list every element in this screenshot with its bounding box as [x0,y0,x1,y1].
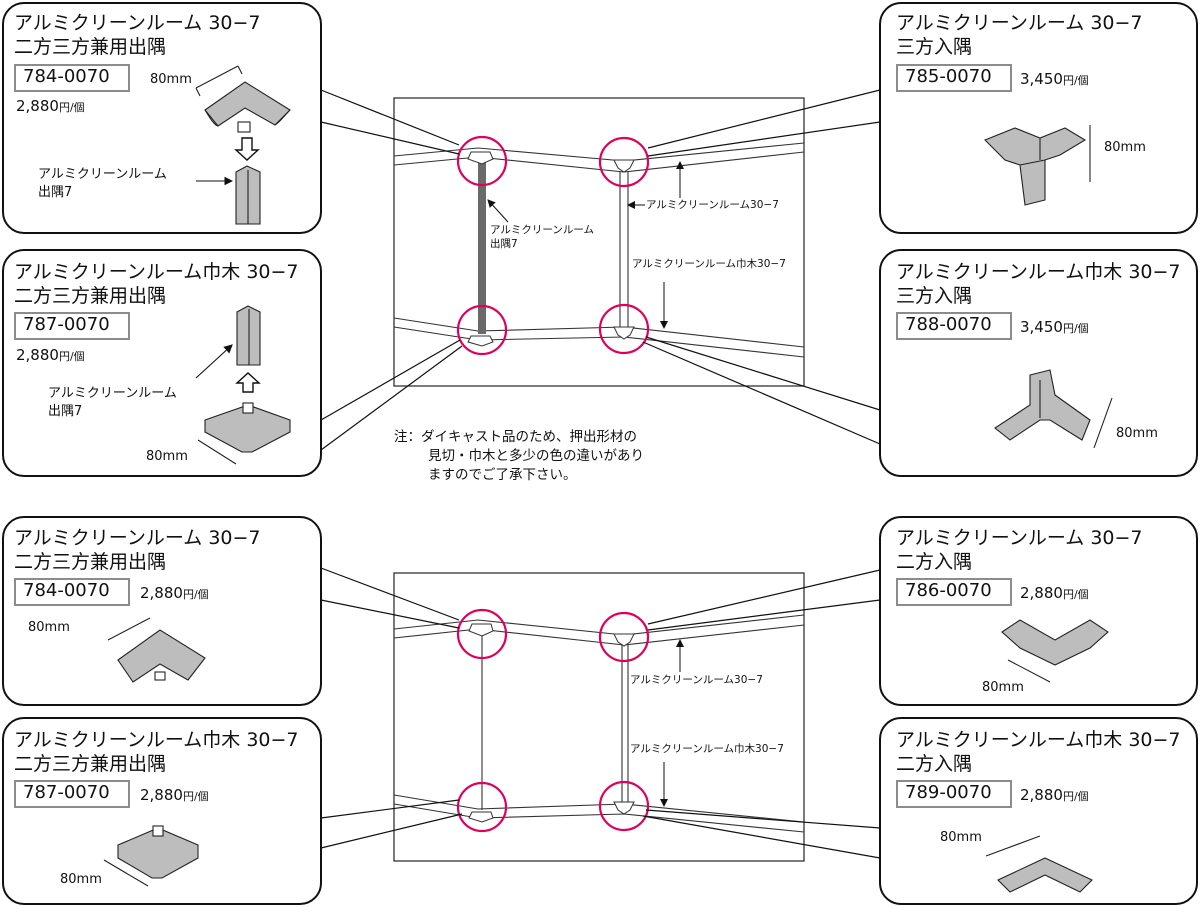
panel1-extra1: アルミクリーンルーム [38,167,167,182]
panel1-title1: アルミクリーンルーム 30−7 [14,12,261,34]
label-rail-bottom: アルミクリーンルーム30−7 [630,674,763,686]
panel2-code: 787-0070 [14,312,130,340]
panel5-dim: 80mm [28,620,70,635]
label-corner-post2: 出隅7 [490,238,518,250]
panel2-dim: 80mm [146,449,188,464]
corner-post [478,158,486,334]
panel1-price: 2,880円/個 [16,97,85,115]
panel7-title1: アルミクリーンルーム 30−7 [896,527,1143,549]
label-baseboard-top: アルミクリーンルーム巾木30−7 [632,258,786,270]
panel7-price: 2,880円/個 [1020,584,1089,602]
panel1-title2: 二方三方兼用出隅 [14,36,167,58]
panel3-dim: 80mm [1104,140,1146,155]
label-corner-post1: アルミクリーンルーム [490,224,595,236]
panel1-extra2: 出隅7 [38,185,73,200]
panel1-code: 784-0070 [14,64,130,92]
part-sketch-787 [197,402,291,465]
panel8-title2: 二方入隅 [896,753,973,775]
part-sketch-785 [984,125,1091,206]
label-baseboard-bottom: アルミクリーンルーム巾木30−7 [630,743,784,755]
panel8-price: 2,880円/個 [1020,786,1089,804]
panel4-title1: アルミクリーンルーム巾木 30−7 [896,261,1181,283]
panel3-price: 3,450円/個 [1020,70,1089,88]
part-sketch-787b [103,825,199,887]
panel4-dim: 80mm [1116,426,1158,441]
panel2-price: 2,880円/個 [16,346,85,364]
note-line2: 見切・巾木と多少の色の違いがあり [428,448,644,464]
panel8-dim: 80mm [940,830,982,845]
panel-box [879,249,1198,477]
panel7-code: 786-0070 [896,578,1012,606]
label-rail-top: アルミクリーンルーム30−7 [646,199,779,211]
panel-box [879,516,1198,706]
part-sketch-788 [994,369,1113,449]
panel6-price: 2,880円/個 [140,786,209,804]
panel6-dim: 80mm [60,872,102,887]
panel6-title2: 二方三方兼用出隅 [14,753,167,775]
panel-box [879,2,1198,234]
panel5-code: 784-0070 [14,578,130,606]
part-sketch-784b [107,617,206,683]
panel6-code: 787-0070 [14,780,130,808]
panel3-title2: 三方入隅 [896,36,973,58]
part-sketch-789 [985,835,1093,893]
panel2-title1: アルミクリーンルーム巾木 30−7 [14,261,299,283]
panel1-dim: 80mm [150,72,192,87]
panel2-title2: 二方三方兼用出隅 [14,285,167,307]
panel2-extra2: 出隅7 [48,404,83,419]
panel5-title2: 二方三方兼用出隅 [14,551,167,573]
panel3-title1: アルミクリーンルーム 30−7 [896,12,1143,34]
part-sketch-786 [1001,619,1109,683]
panel3-code: 785-0070 [896,64,1012,92]
panel5-title1: アルミクリーンルーム 30−7 [14,527,261,549]
panel7-dim: 80mm [982,680,1024,695]
panel4-price: 3,450円/個 [1020,318,1089,336]
panel7-title2: 二方入隅 [896,551,973,573]
note-line1: 注：ダイキャスト品のため、押出形材の [394,429,637,445]
panel8-code: 789-0070 [896,780,1012,808]
note-line3: ますのでご了承下さい。 [428,467,577,483]
panel4-title2: 三方入隅 [896,285,973,307]
panel4-code: 788-0070 [896,312,1012,340]
panel2-extra1: アルミクリーンルーム [48,386,177,401]
panel6-title1: アルミクリーンルーム巾木 30−7 [14,729,299,751]
panel5-price: 2,880円/個 [140,584,209,602]
panel8-title1: アルミクリーンルーム巾木 30−7 [896,729,1181,751]
part-sketch-784 [195,65,291,133]
